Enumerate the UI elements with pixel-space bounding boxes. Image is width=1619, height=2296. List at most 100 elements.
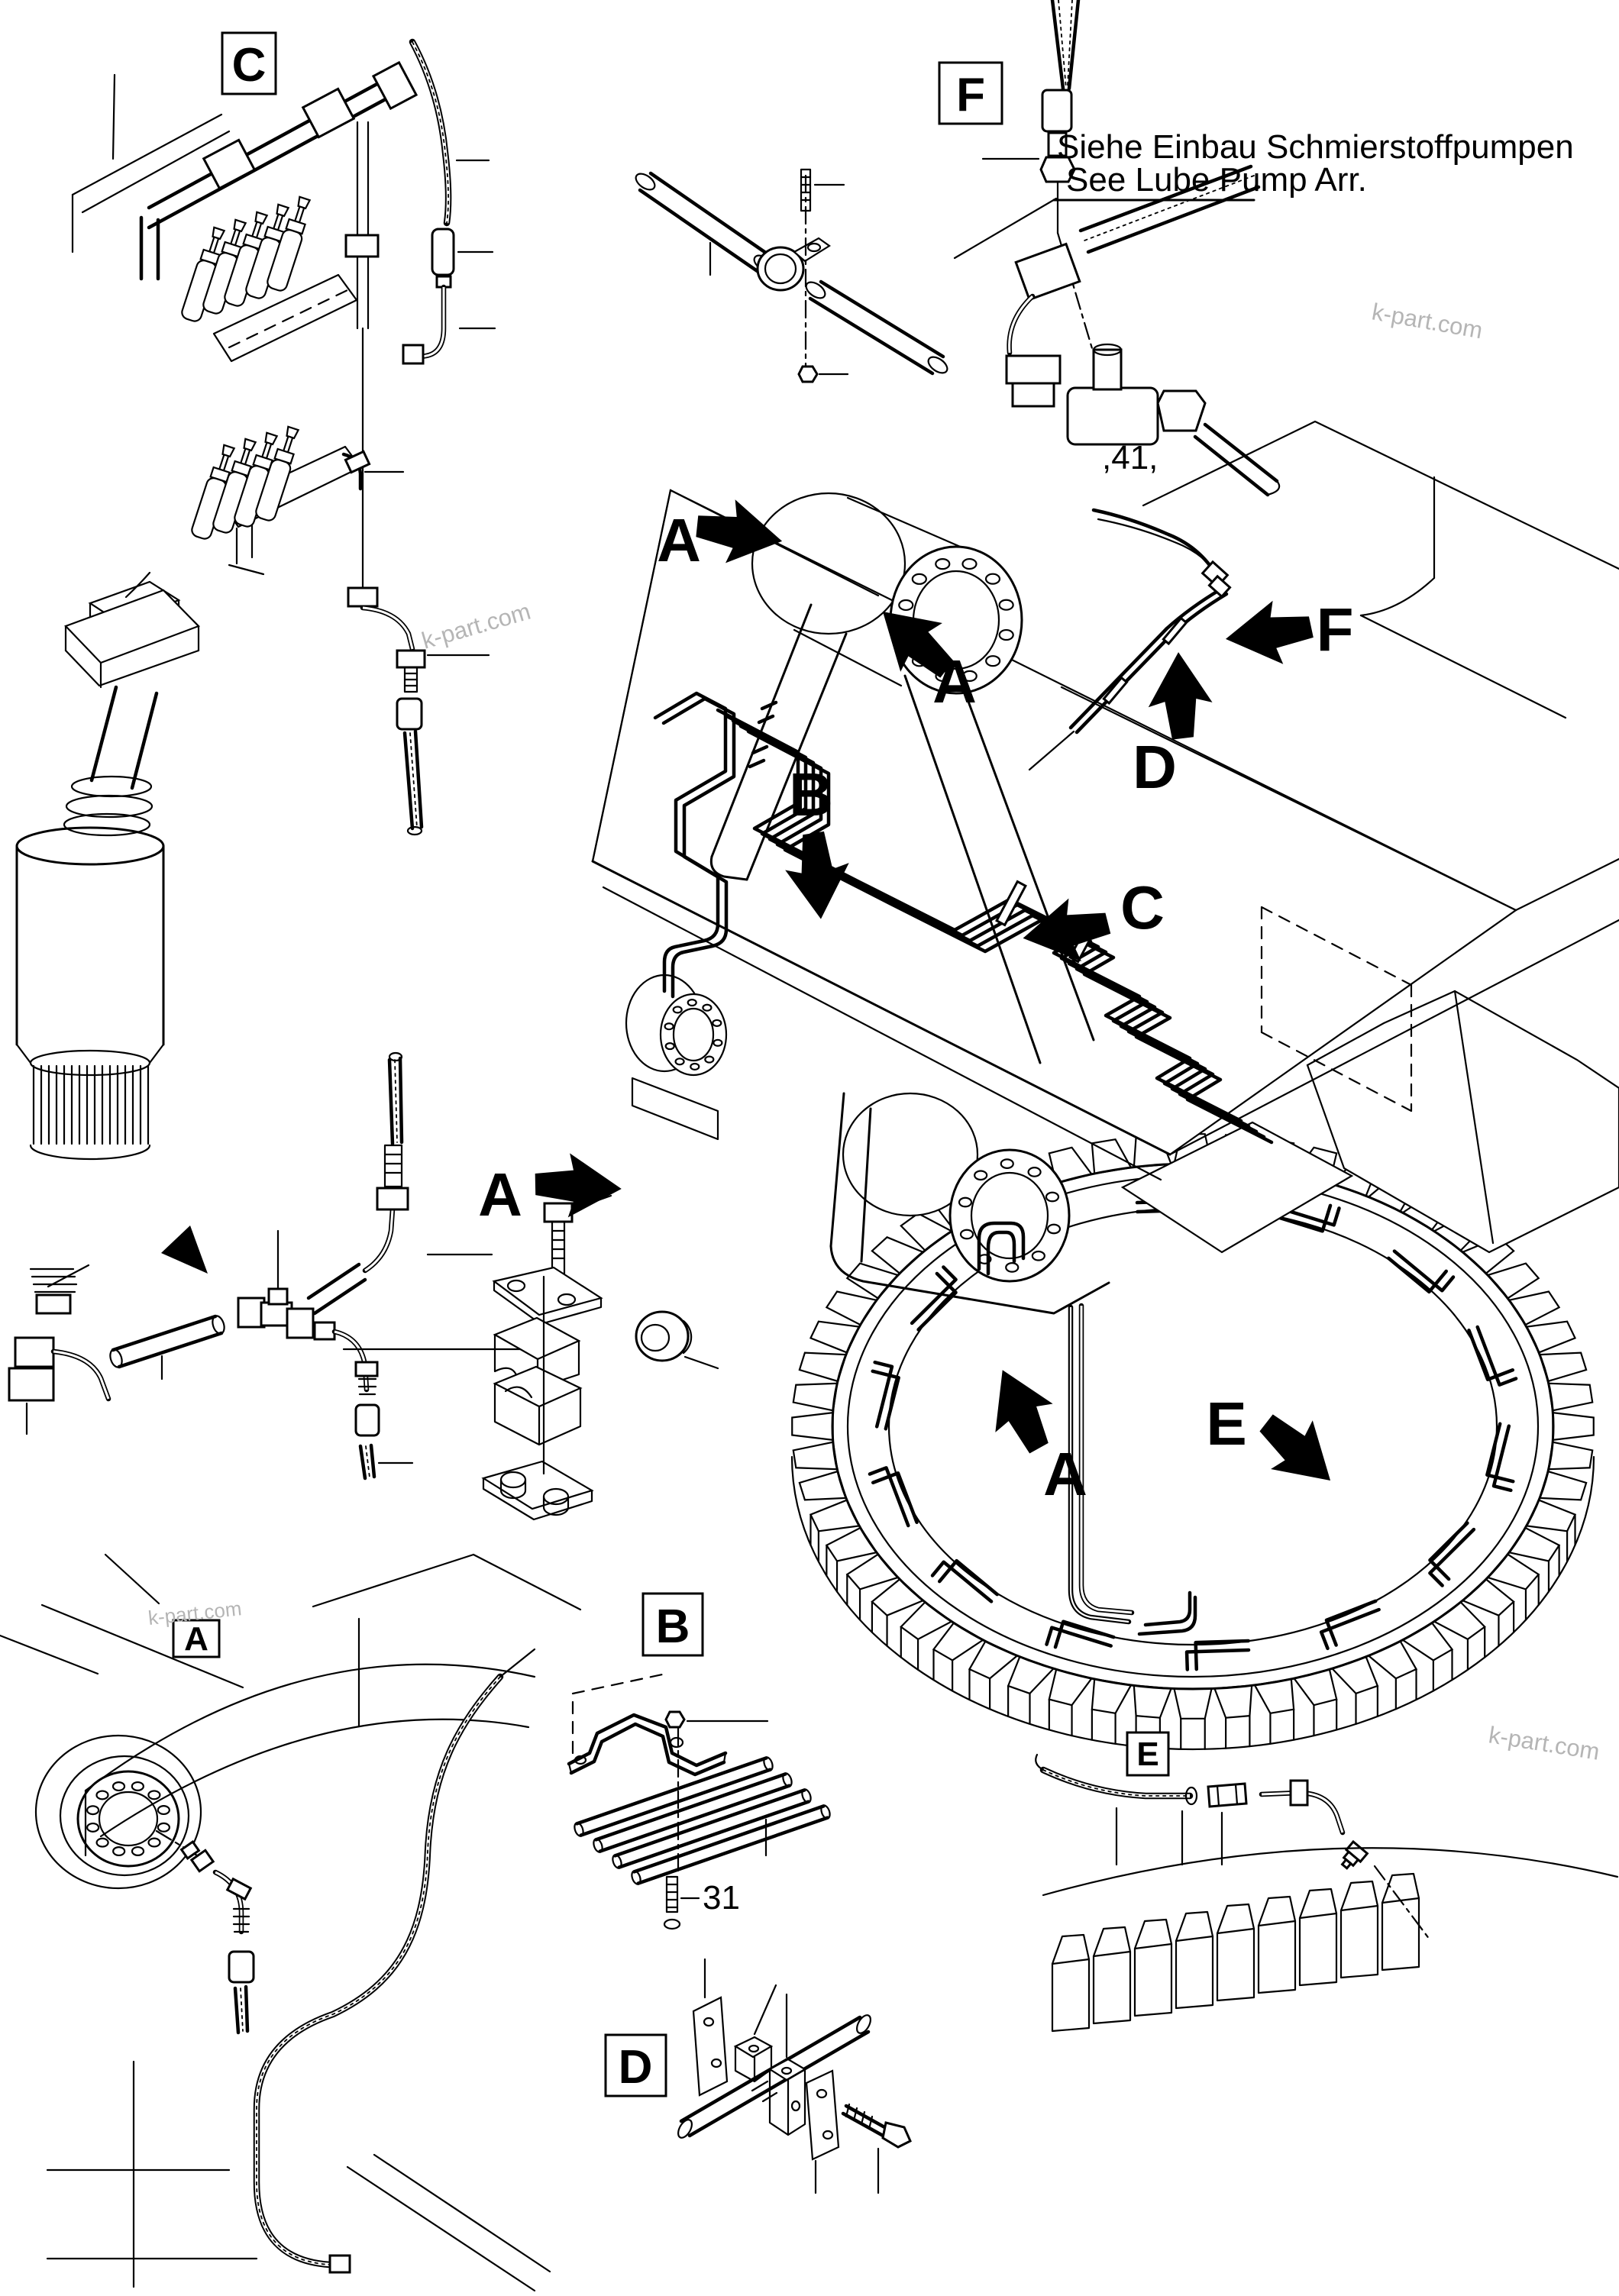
bracket-lube-hook [977, 1221, 1026, 1271]
pump-barrel-top [15, 826, 165, 866]
drawing-primitive [1392, 1249, 1456, 1293]
gear-tooth [1007, 1655, 1055, 1695]
tube-end [763, 1756, 774, 1771]
detail-box-b-label: B [656, 1600, 690, 1653]
lube-tube [575, 1756, 768, 1826]
ring-gear-tooth [1175, 1910, 1214, 2010]
drawing-primitive [276, 203, 290, 218]
tee-top-port [267, 1287, 289, 1306]
ring-gear-tooth [1298, 1887, 1338, 1987]
gear-tooth [1552, 1411, 1595, 1442]
gear-tooth [871, 1236, 925, 1275]
ring-gear-tooth [1133, 1918, 1173, 2017]
drawing-primitive [272, 213, 284, 231]
tube-coupling [202, 138, 257, 190]
watermark-text: k-part.com [1487, 1721, 1601, 1765]
ring-gear-tooth-edge [1381, 1897, 1420, 1904]
bolt-hole [898, 599, 914, 612]
ring-gear-tooth-edge [1257, 1920, 1297, 1927]
deck-left-edge [591, 489, 672, 863]
valve-manifold-detail-c [71, 38, 496, 836]
house-arc [1359, 576, 1436, 617]
ring-gear-tooth-edge [1051, 1958, 1091, 1965]
drawing-primitive [1184, 1648, 1251, 1671]
drawing-primitive [1485, 1422, 1515, 1484]
drawing-primitive [1428, 1527, 1476, 1587]
drawing-primitive [1319, 1607, 1381, 1651]
drawing-primitive [910, 1265, 958, 1326]
tee-fitting-assembly [8, 1051, 536, 1481]
watermark-text: k-part.com [147, 1597, 242, 1629]
gear-lube-hooks [868, 1181, 1518, 1671]
tee-top-nipple [1092, 348, 1123, 391]
elbow-hex [396, 649, 426, 669]
lube-tube [594, 1772, 787, 1842]
callout-letter-d: D [1133, 733, 1177, 801]
drawing-primitive [868, 1466, 910, 1528]
lube-tube [579, 1768, 772, 1837]
drawing-primitive [1053, 1619, 1116, 1649]
gear-tooth [1401, 1622, 1454, 1661]
gear-tooth [968, 1639, 1020, 1680]
bolt-head [543, 1202, 574, 1223]
bolt-hole [157, 1822, 170, 1833]
drawing-primitive [293, 205, 305, 224]
pump-ribbed-skirt [32, 1064, 150, 1145]
backing-plate [805, 2069, 840, 2161]
gear-tooth [1547, 1382, 1594, 1412]
gear-tooth [792, 1382, 839, 1412]
callout-letter-a-bore: A [932, 647, 977, 715]
bolt-hole [147, 1790, 161, 1800]
drawing-primitive [1428, 1521, 1469, 1581]
bolt-hole [998, 628, 1014, 641]
gear-tooth [1048, 1668, 1094, 1707]
drawing-primitive [1467, 1329, 1515, 1381]
boom-pivot-boss-rear [751, 492, 906, 635]
tube-end-fitting [371, 60, 418, 111]
elbow-nut [376, 1187, 409, 1211]
bolt-hole [1005, 1262, 1020, 1273]
clamp-bottom-plate [481, 1460, 594, 1510]
elbow-nut [402, 344, 425, 365]
callout-letter-a-top: A [657, 506, 701, 574]
caption-note: Siehe Einbau Schmierstoffpumpen See Lube… [953, 128, 1574, 476]
drawing-primitive [233, 218, 247, 233]
lube-tube [617, 1800, 810, 1869]
drawing-primitive [218, 454, 230, 472]
bolt-hole [147, 1837, 161, 1848]
lube-line-hook [1045, 1619, 1116, 1649]
gear-tooth [1330, 1655, 1379, 1695]
drawing-primitive [255, 459, 292, 522]
callout-letter-b: B [789, 760, 833, 828]
sleeve-nut [1207, 1782, 1248, 1808]
lube-line-hook [1428, 1521, 1476, 1587]
sleeve-nut [396, 697, 423, 731]
union-nut [347, 586, 379, 608]
ring-gear-tooth-edge [1092, 1950, 1132, 1958]
house-line [1359, 614, 1567, 719]
hose-stem [1047, 131, 1068, 157]
bolt-hole [702, 1003, 713, 1012]
bolt-hole [1045, 1191, 1060, 1203]
pointer-arrowhead [161, 1226, 208, 1274]
callout-arrows: A A A A B C D E F [478, 493, 1353, 1508]
bolt-hole [911, 573, 927, 585]
bolt-hole [86, 1822, 100, 1833]
detail-box-f-label: F [956, 69, 985, 121]
bolt-hole [95, 1790, 109, 1800]
tube-end [801, 1788, 812, 1804]
deck-edge-right [1168, 919, 1619, 1156]
elbow-nut [8, 1367, 55, 1402]
drawing-primitive [229, 228, 241, 247]
bolt-hole [95, 1837, 109, 1848]
left-bracket-base [631, 1077, 719, 1141]
lube-line-hook [1467, 1325, 1518, 1387]
ring-gear-tooth-edge [1175, 1935, 1214, 1942]
bolt-hole [998, 599, 1014, 611]
union-nut [1005, 354, 1062, 385]
bolt-hole [935, 558, 951, 570]
drawing-primitive [1475, 1325, 1518, 1387]
drawing-primitive [282, 435, 294, 454]
drawing-primitive [1194, 1639, 1250, 1671]
